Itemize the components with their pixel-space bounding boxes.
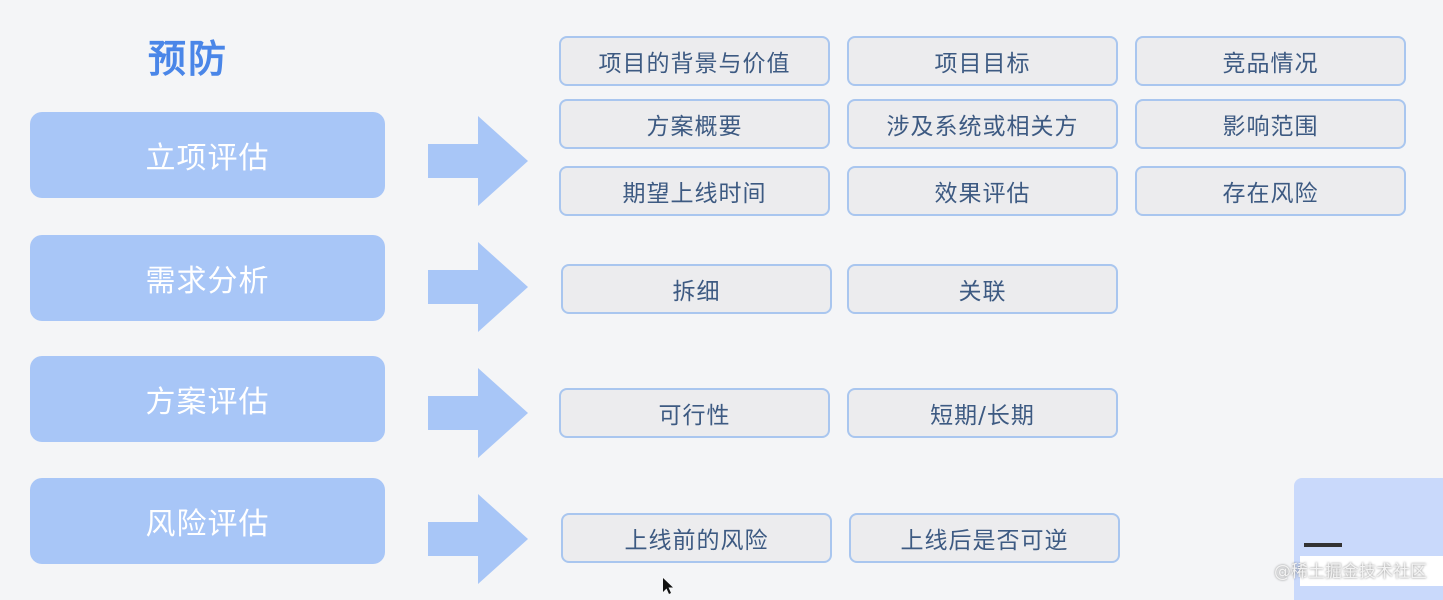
item-box: 竞品情况 bbox=[1135, 36, 1406, 86]
item-box: 上线前的风险 bbox=[561, 513, 832, 563]
arrow-right-icon bbox=[428, 494, 528, 584]
item-box: 上线后是否可逆 bbox=[849, 513, 1120, 563]
arrow-right-icon bbox=[428, 116, 528, 206]
item-box: 关联 bbox=[847, 264, 1118, 314]
item-box: 涉及系统或相关方 bbox=[847, 99, 1118, 149]
overlay-card bbox=[1300, 556, 1443, 586]
stage-box-3: 方案评估 bbox=[30, 356, 385, 442]
item-box: 方案概要 bbox=[559, 99, 830, 149]
mouse-cursor-icon bbox=[663, 578, 673, 594]
watermark-text: @稀土掘金技术社区 bbox=[1274, 562, 1427, 582]
item-box: 短期/长期 bbox=[847, 388, 1118, 438]
item-box: 拆细 bbox=[561, 264, 832, 314]
item-box: 项目的背景与价值 bbox=[559, 36, 830, 86]
stage-box-2: 需求分析 bbox=[30, 235, 385, 321]
arrow-right-icon bbox=[428, 242, 528, 332]
item-box: 项目目标 bbox=[847, 36, 1118, 86]
item-box: 期望上线时间 bbox=[559, 166, 830, 216]
page-title: 预防 bbox=[148, 37, 229, 81]
arrow-right-icon bbox=[428, 368, 528, 458]
item-box: 可行性 bbox=[559, 388, 830, 438]
item-box: 效果评估 bbox=[847, 166, 1118, 216]
stage-box-1: 立项评估 bbox=[30, 112, 385, 198]
overlay-line bbox=[1304, 543, 1342, 547]
stage-box-4: 风险评估 bbox=[30, 478, 385, 564]
item-box: 存在风险 bbox=[1135, 166, 1406, 216]
item-box: 影响范围 bbox=[1135, 99, 1406, 149]
